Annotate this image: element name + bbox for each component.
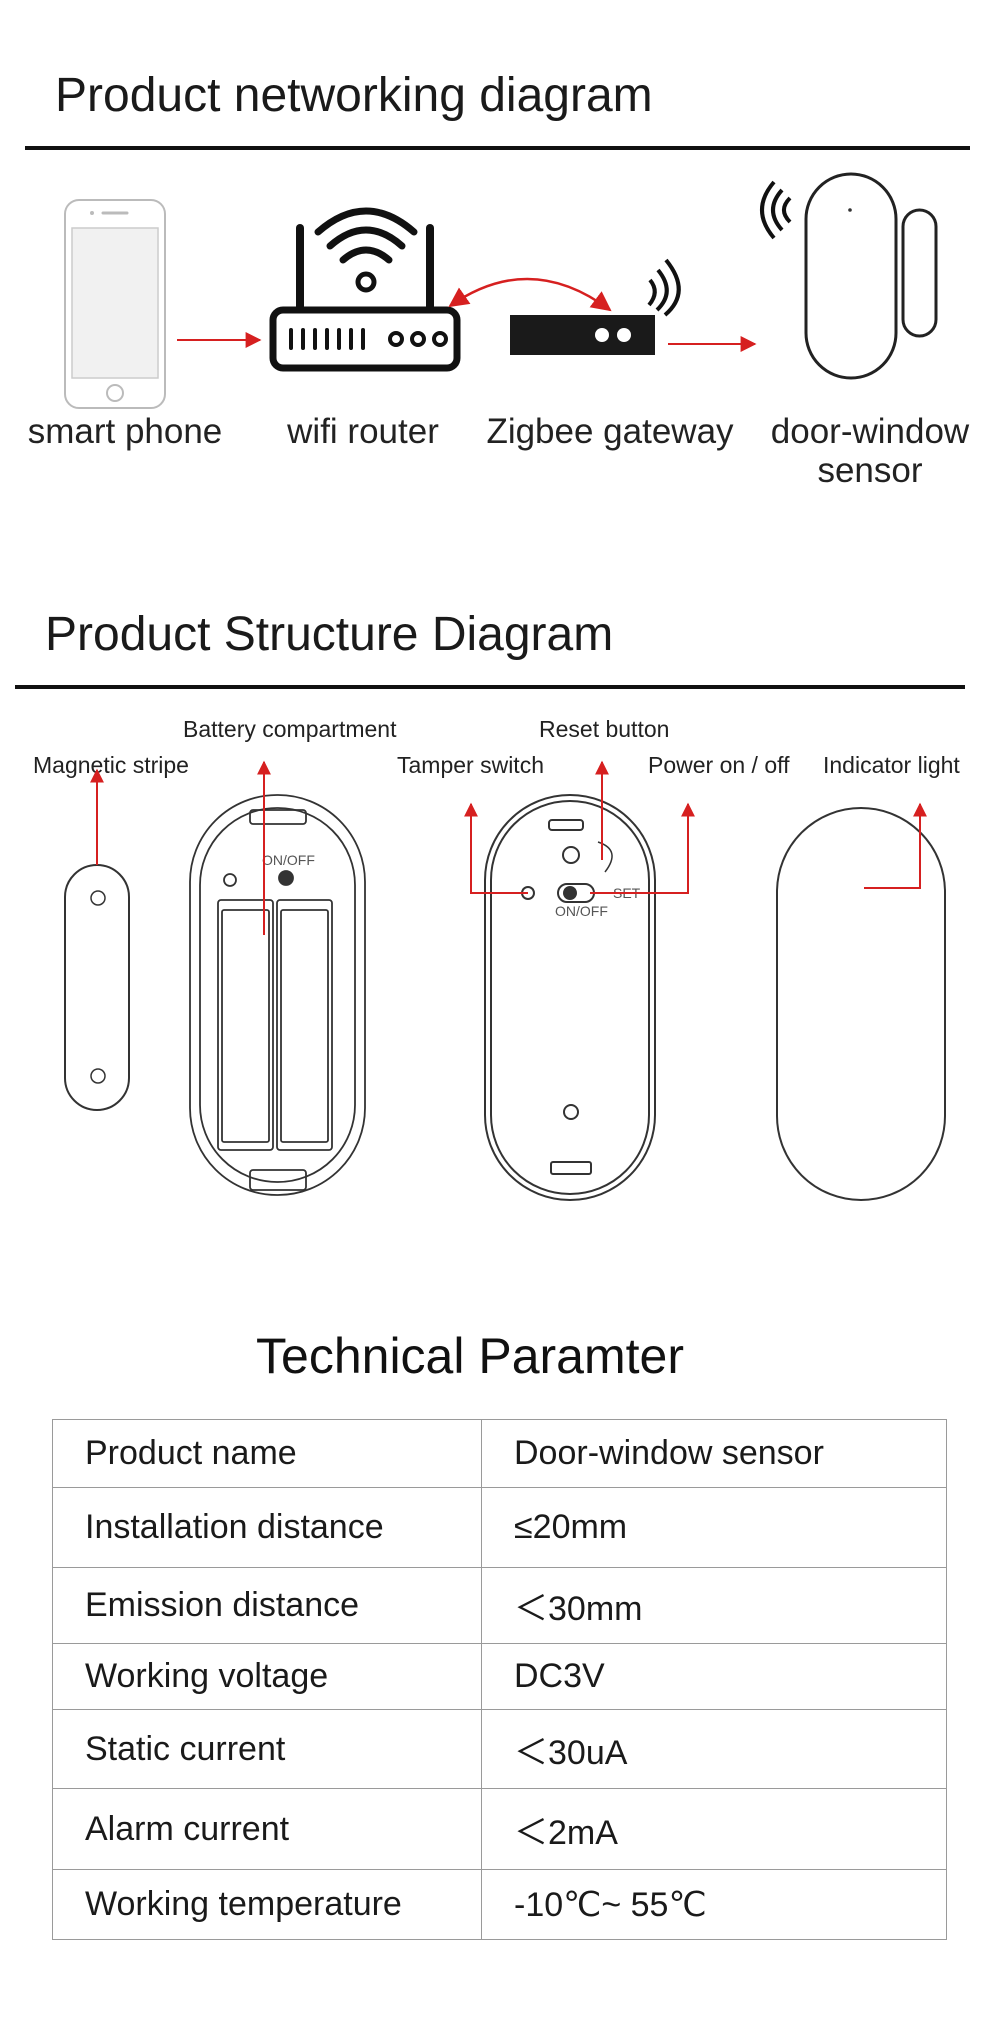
technical-title: Technical Paramter (256, 1328, 684, 1384)
zigbee-gateway-icon (510, 258, 681, 355)
table-row: Working voltage DC3V (52, 1643, 947, 1710)
param-cell: Emission distance (52, 1567, 482, 1644)
label-sensor-line1: door-window (770, 412, 970, 451)
table-row: Installation distance ≤20mm (52, 1487, 947, 1568)
param-cell: Product name (52, 1419, 482, 1488)
front-cover-icon (776, 807, 946, 1201)
param-cell: Installation distance (52, 1487, 482, 1568)
wifi-router-icon (269, 207, 461, 372)
param-cell: Working voltage (52, 1643, 482, 1710)
table-row: Alarm current ＜2mA (52, 1788, 947, 1870)
param-cell: Alarm current (52, 1788, 482, 1870)
door-window-sensor-icon (760, 172, 938, 380)
table-row: Working temperature -10℃~ 55℃ (52, 1869, 947, 1940)
value-cell: ＜2mA (481, 1788, 947, 1870)
router-gateway-link-arrow (448, 277, 612, 312)
value-cell: DC3V (481, 1643, 947, 1710)
value-cell: -10℃~ 55℃ (481, 1869, 947, 1940)
label-indicator-light: Indicator light (823, 752, 960, 778)
structure-title: Product Structure Diagram (45, 608, 614, 661)
table-row: Static current ＜30uA (52, 1709, 947, 1789)
label-power-on-off: Power on / off (648, 752, 790, 778)
back-cover-icon (484, 794, 656, 1201)
value-cell: ＜30uA (481, 1709, 947, 1789)
label-battery-compartment: Battery compartment (183, 716, 397, 742)
onoff-top-text: ON/OFF (262, 852, 315, 868)
networking-title-rule (25, 146, 970, 150)
label-magnetic-stripe: Magnetic stripe (33, 752, 189, 778)
table-row: Product name Door-window sensor (52, 1419, 947, 1488)
structure-title-rule (15, 685, 965, 689)
label-reset-button: Reset button (539, 716, 670, 742)
value-cell: Door-window sensor (481, 1419, 947, 1488)
label-wifi-router: wifi router (287, 412, 439, 451)
onoff-mid-text: ON/OFF (555, 903, 608, 919)
table-row: Emission distance ＜30mm (52, 1567, 947, 1644)
networking-diagram (64, 172, 938, 409)
smartphone-icon (64, 199, 166, 409)
label-tamper-switch: Tamper switch (397, 752, 544, 778)
label-smart-phone: smart phone (27, 412, 223, 451)
networking-title: Product networking diagram (55, 69, 653, 122)
label-zigbee-gateway: Zigbee gateway (486, 412, 734, 451)
value-cell: ＜30mm (481, 1567, 947, 1644)
structure-diagram: ON/OFF ON/OFF SET (64, 760, 946, 1201)
spec-table: Product name Door-window sensor Installa… (52, 1419, 947, 1940)
param-cell: Working temperature (52, 1869, 482, 1940)
value-cell: ≤20mm (481, 1487, 947, 1568)
magnetic-stripe-icon (64, 864, 130, 1111)
label-sensor-line2: sensor (817, 451, 923, 490)
param-cell: Static current (52, 1709, 482, 1789)
battery-compartment-icon (189, 794, 366, 1196)
